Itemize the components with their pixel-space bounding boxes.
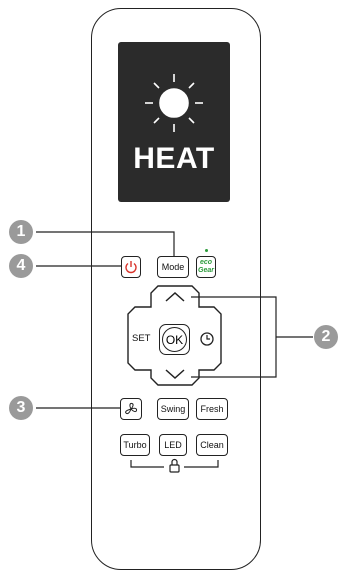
mode-button[interactable]: Mode: [157, 256, 189, 278]
eco-label: eco: [199, 259, 213, 266]
display-screen: [118, 42, 230, 202]
eco-gear-button[interactable]: eco Gear: [196, 256, 216, 278]
fan-button[interactable]: [120, 398, 142, 420]
callout-2: 2: [314, 325, 338, 349]
power-button[interactable]: [121, 256, 141, 278]
fan-icon: [125, 402, 138, 415]
led-button[interactable]: LED: [159, 434, 187, 456]
turbo-button[interactable]: Turbo: [120, 434, 150, 456]
set-button[interactable]: SET: [132, 333, 151, 344]
swing-button[interactable]: Swing: [157, 398, 189, 420]
callout-4: 4: [9, 254, 33, 278]
callout-1: 1: [9, 220, 33, 244]
gear-label: Gear: [198, 267, 214, 274]
display-mode-text: HEAT: [133, 142, 215, 175]
eco-indicator-dot: [205, 249, 208, 252]
callout-3: 3: [9, 396, 33, 420]
clean-button[interactable]: Clean: [196, 434, 228, 456]
fresh-button[interactable]: Fresh: [196, 398, 228, 420]
ok-button[interactable]: OK: [162, 327, 187, 352]
power-icon: [125, 261, 137, 274]
